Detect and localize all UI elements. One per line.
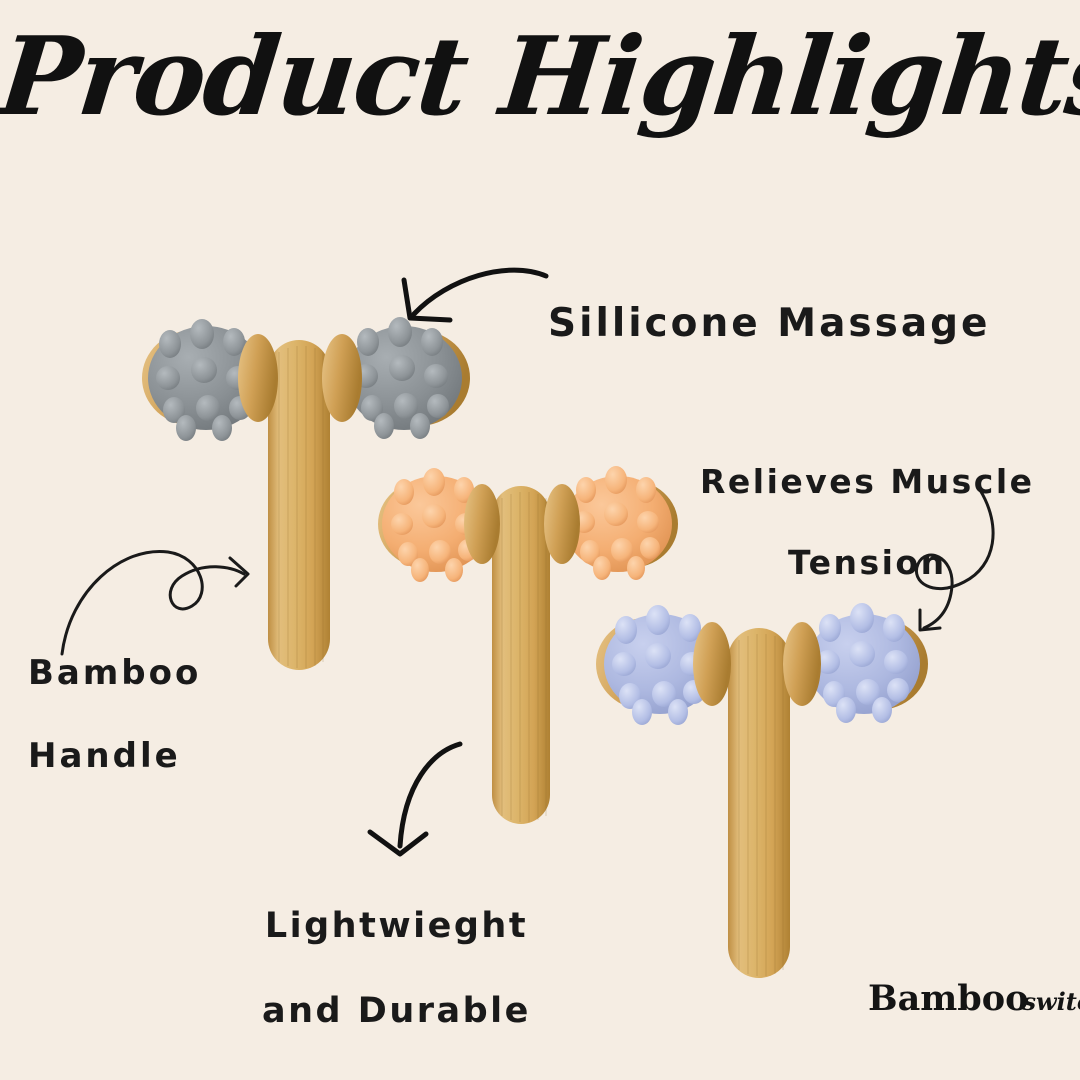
bamboo-handle [268,340,330,670]
silicone-head-left [378,468,500,582]
label-lightweight-line1: Lightwieght [264,905,529,946]
label-relieves-muscle-tension: Relieves Muscle Tension [700,422,1035,623]
label-bamboo-line1: Bamboo [28,653,202,694]
logo-brand-suffix: switch [1022,987,1080,1016]
label-lightweight-durable: Lightwieght and Durable [262,862,531,1075]
silicone-head-right [322,317,470,439]
label-relieves-line1: Relieves Muscle [700,462,1035,502]
silicone-head-left [596,605,731,725]
logo-brand-name: Bamboo [868,978,1029,1019]
bamboo-handle [492,486,550,824]
silicone-head-right [783,603,928,723]
brand-logo: Bambooswitch [868,978,1080,1034]
blue-massage-hammer [586,588,946,988]
page-title: Product Highlights [0,14,1080,140]
label-bamboo-handle: Bamboo Handle [28,612,201,819]
orange-massage-hammer [368,450,688,850]
label-relieves-line2: Tension [787,542,947,582]
bamboo-handle [728,628,790,978]
label-bamboo-line2: Handle [28,736,181,777]
label-silicone-massage: Sillicone Massage [548,252,991,395]
gray-massage-hammer [128,300,488,720]
silicone-head-left [142,319,278,441]
silicone-head-right [544,466,678,580]
label-lightweight-line2: and Durable [262,991,531,1032]
label-silicone-line1: Sillicone Massage [548,300,991,346]
